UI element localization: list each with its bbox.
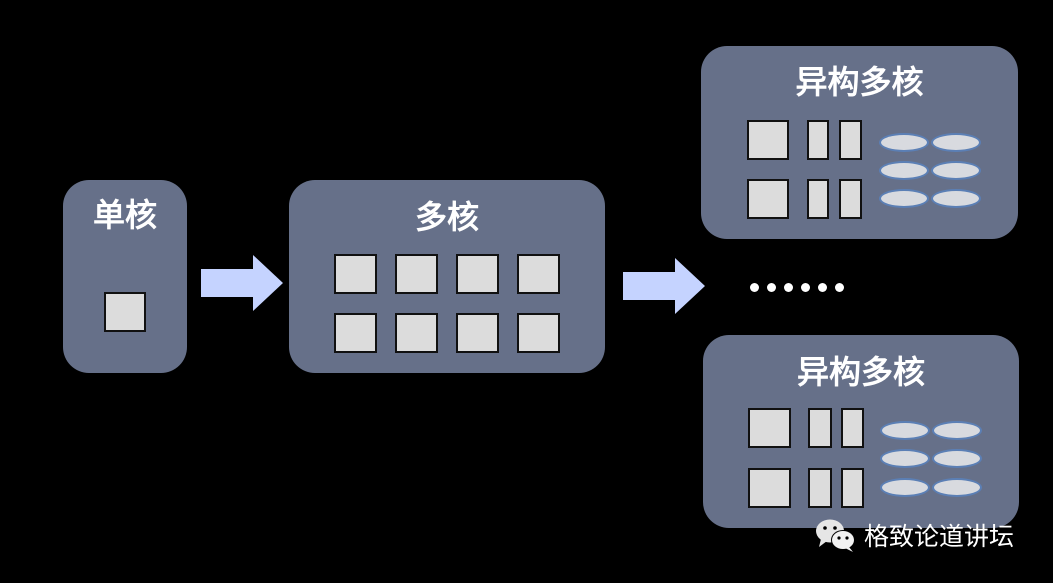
dot — [835, 283, 844, 292]
core-block — [456, 313, 499, 353]
core-block — [517, 254, 560, 294]
single-core-panel: 单核 — [63, 180, 187, 373]
accelerator-unit — [880, 449, 930, 468]
narrow-core-block — [839, 120, 862, 160]
core-block — [748, 408, 791, 448]
right-arrow-icon — [623, 258, 705, 314]
core-block — [517, 313, 560, 353]
heterogeneous-panel-top: 异构多核 — [701, 46, 1018, 239]
ellipsis-dots — [746, 280, 858, 294]
dot — [750, 283, 759, 292]
narrow-core-block — [807, 120, 829, 160]
narrow-core-block — [808, 468, 832, 508]
accelerator-unit — [879, 189, 929, 208]
heterogeneous-panel-bottom: 异构多核 — [703, 335, 1019, 528]
core-block — [334, 254, 377, 294]
accelerator-unit — [931, 189, 981, 208]
dot — [801, 283, 810, 292]
accelerator-unit — [931, 133, 981, 152]
dot — [767, 283, 776, 292]
narrow-core-block — [839, 179, 862, 219]
watermark: 格致论道讲坛 — [814, 515, 1014, 555]
wechat-icon — [816, 519, 855, 552]
accelerator-unit — [931, 161, 981, 180]
multi-core-title: 多核 — [414, 198, 479, 236]
dot — [784, 283, 793, 292]
multi-core-panel: 多核 — [289, 180, 605, 373]
narrow-core-block — [807, 179, 829, 219]
heterogeneous-title: 异构多核 — [795, 63, 924, 101]
core-block — [747, 179, 789, 219]
core-block — [334, 313, 377, 353]
core-block — [456, 254, 499, 294]
narrow-core-block — [808, 408, 832, 448]
right-arrow-icon — [201, 255, 283, 311]
core-block — [395, 313, 438, 353]
dot — [818, 283, 827, 292]
accelerator-unit — [879, 161, 929, 180]
core-block — [747, 120, 789, 160]
accelerator-unit — [879, 133, 929, 152]
accelerator-unit — [932, 449, 982, 468]
heterogeneous-title: 异构多核 — [796, 353, 925, 391]
single-core-title: 单核 — [92, 196, 157, 234]
accelerator-unit — [880, 478, 930, 497]
core-block — [748, 468, 791, 508]
core-block — [395, 254, 438, 294]
accelerator-unit — [932, 421, 982, 440]
accelerator-unit — [932, 478, 982, 497]
narrow-core-block — [841, 468, 864, 508]
narrow-core-block — [841, 408, 864, 448]
accelerator-unit — [880, 421, 930, 440]
watermark-text: 格致论道讲坛 — [864, 522, 1015, 551]
core-block — [104, 292, 146, 332]
